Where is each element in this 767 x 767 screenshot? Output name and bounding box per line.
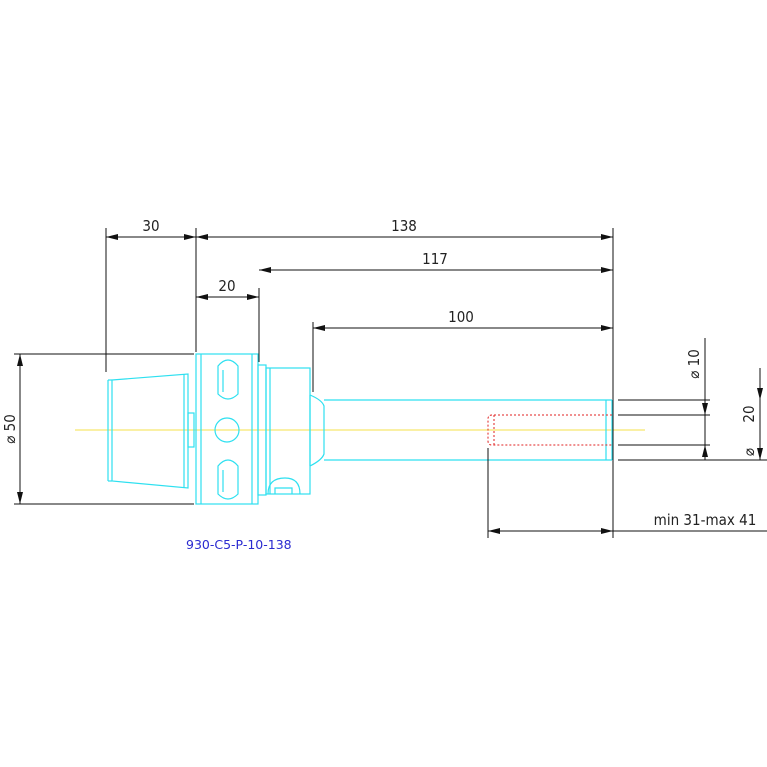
dimension-diameter-50-label: ⌀ 50 <box>1 414 19 444</box>
dimension-diameter-20-label: 20 <box>740 405 758 422</box>
dimension-diameter-10-label: ⌀ 10 <box>685 349 703 379</box>
dimension-138: 138 <box>196 217 613 240</box>
dimension-117-label: 117 <box>422 250 448 268</box>
dimension-diameter-20-symbol: ⌀ <box>740 448 758 456</box>
dimension-20-flange-label: 20 <box>218 277 235 295</box>
dimension-138-label: 138 <box>391 217 417 235</box>
dimension-100-label: 100 <box>448 308 474 326</box>
dimension-30: 30 <box>106 217 196 240</box>
drawing-area <box>0 218 767 550</box>
dimension-30-label: 30 <box>142 217 159 235</box>
dimension-20-flange: 20 <box>196 277 259 300</box>
bore-hidden-line <box>487 414 612 446</box>
dimension-diameter-10: ⌀ 10 <box>685 349 708 457</box>
dimension-clamping-range-label: min 31-max 41 <box>654 511 757 529</box>
dimension-117: 117 <box>259 250 613 273</box>
extension-lines <box>14 228 767 538</box>
part-number-label: 930-C5-P-10-138 <box>186 537 292 552</box>
dimension-diameter-50: ⌀ 50 <box>1 354 23 504</box>
dimension-100: 100 <box>313 308 613 331</box>
dimension-diameter-20: 20 ⌀ <box>740 388 763 460</box>
dimension-clamping-range: min 31-max 41 <box>488 511 767 534</box>
tool-holder-outline <box>107 353 613 505</box>
